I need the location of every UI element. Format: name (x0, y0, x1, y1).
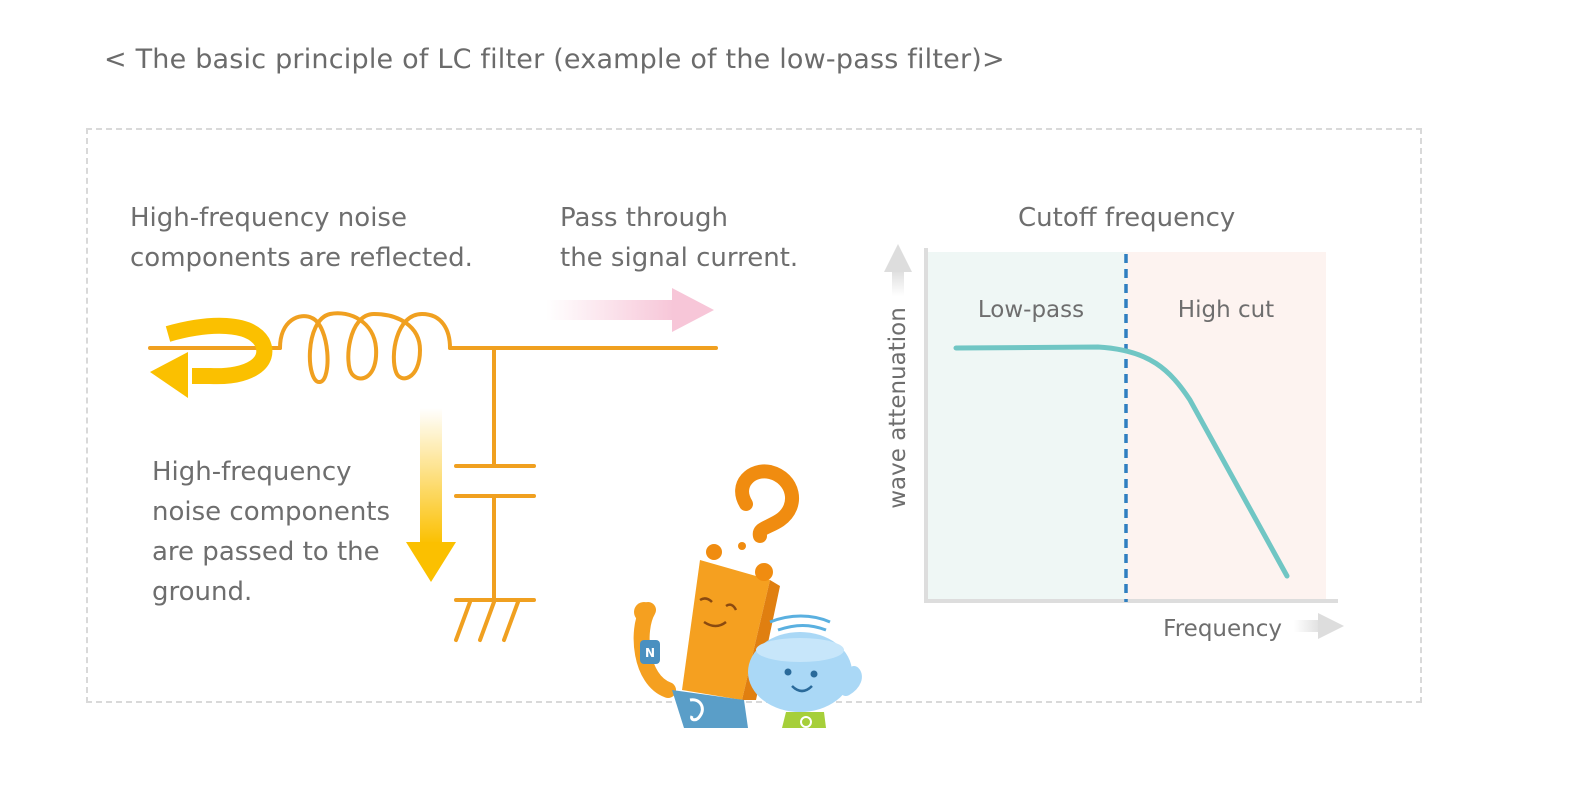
pass-label-line-2: the signal current. (560, 243, 799, 273)
y-arrow-icon (884, 244, 912, 272)
graph-title: Cutoff frequency (1018, 203, 1236, 233)
ground-label-line-3: are passed to the (152, 537, 380, 567)
ground-label-line-4: ground. (152, 577, 253, 607)
x-axis-label: Frequency (1163, 616, 1282, 642)
diagram-title: < The basic principle of LC filter (exam… (104, 44, 1005, 75)
ground-hatch-3 (502, 600, 520, 642)
highcut-region (1126, 252, 1326, 600)
pass-label: Pass through the signal current. (560, 198, 798, 278)
frequency-graph: Low-pass High cut wave attenuation Frequ… (884, 244, 1344, 642)
inductor-coil (278, 311, 452, 384)
reflected-label-line-1: High-frequency noise (130, 203, 407, 233)
reflected-label: High-frequency noise components are refl… (130, 198, 473, 278)
y-arrow-shaft (892, 270, 904, 296)
ground-hatch-2 (478, 600, 496, 642)
lowpass-label: Low-pass (978, 297, 1084, 323)
mascot-characters: N (633, 464, 862, 728)
ground-label-line-1: High-frequency (152, 457, 352, 487)
x-arrow-icon (1318, 613, 1344, 639)
mascot-character-orange: N (633, 544, 780, 728)
question-mark-icon (735, 464, 799, 550)
x-arrow-shaft (1294, 620, 1322, 632)
pass-label-line-1: Pass through (560, 203, 728, 233)
reflected-label-line-2: components are reflected. (130, 243, 473, 273)
y-axis-label: wave attenuation (885, 307, 911, 509)
ground-label: High-frequency noise components are pass… (152, 452, 390, 612)
highcut-label: High cut (1178, 297, 1274, 323)
diagram-frame (86, 128, 1422, 703)
mascot-character-blue (748, 614, 862, 728)
svg-text:N: N (645, 646, 655, 660)
ground-hatch-1 (454, 600, 472, 642)
ground-label-line-2: noise components (152, 497, 391, 527)
reflect-arrow-icon (150, 317, 273, 398)
lowpass-region (926, 252, 1126, 600)
response-curve (953, 344, 1290, 579)
pass-arrow-icon (546, 288, 714, 332)
ground-arrow-icon (406, 408, 456, 582)
